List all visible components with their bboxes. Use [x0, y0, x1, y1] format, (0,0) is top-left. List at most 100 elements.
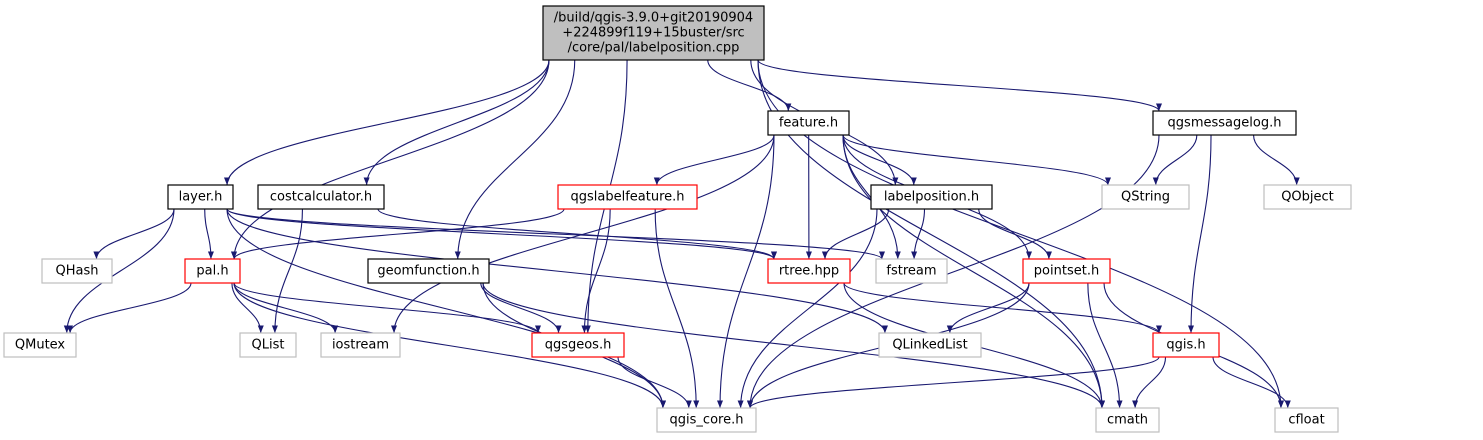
node-iostream[interactable]: iostream [320, 332, 401, 358]
edge-qgis-to-qgis_core [747, 356, 1160, 409]
node-qgis-core-box [656, 407, 757, 433]
node-qgslabelfeature-label: qgslabelfeature.h [570, 190, 684, 205]
edge-pal-to-qlist [231, 282, 264, 334]
edge-feature-to-cmath [842, 134, 1106, 409]
edge-layer-to-qlinkedlist [226, 208, 888, 334]
edge-layer-to-qhash [93, 208, 175, 260]
node-cfloat-label: cfloat [1288, 413, 1324, 428]
edge-costcalculator-to-rtree [377, 208, 777, 260]
edge-labelposition-to-fstream [911, 208, 926, 260]
node-labelposition-label: labelposition.h [884, 190, 979, 205]
edge-labelposition-to-rtree [821, 208, 890, 260]
edge-qgslabelfeature-to-pal [231, 208, 565, 260]
edge-qgsmessagelog-to-qgis [1187, 134, 1212, 334]
edge-root-to-pal [230, 59, 550, 260]
node-qgis[interactable]: qgis.h [1152, 332, 1220, 358]
node-qlinkedlist[interactable]: QLinkedList [878, 332, 982, 358]
edge-labelposition-to-pointset [978, 208, 1053, 260]
node-rtree-label: rtree.hpp [779, 264, 839, 279]
node-root-label-1: /build/qgis-3.9.0+git20190904 [554, 11, 753, 26]
edge-root-to-feature [707, 59, 792, 112]
edge-pal-to-qmutex [66, 282, 192, 334]
edge-qgsmessagelog-to-qobject [1253, 134, 1300, 186]
node-cfloat[interactable]: cfloat [1274, 407, 1339, 433]
nodes: /build/qgis-3.9.0+git20190904+224899f119… [3, 5, 1352, 433]
edge-pointset-to-qlinkedlist [946, 282, 1030, 334]
node-qhash[interactable]: QHash [41, 258, 113, 284]
node-geomfunction[interactable]: geomfunction.h [367, 258, 490, 284]
node-qgis-label: qgis.h [1166, 338, 1205, 353]
node-fstream-box [875, 258, 948, 284]
node-labelposition[interactable]: labelposition.h [870, 184, 993, 210]
edge-pal-to-qgsgeos [233, 282, 541, 334]
edge-root-to-geomfunction [454, 59, 576, 260]
edge-costcalculator-to-qlist [271, 208, 303, 334]
node-qgsmessagelog[interactable]: qgsmessagelog.h [1152, 110, 1297, 136]
edge-feature-to-qgis_core [716, 134, 775, 409]
node-root-label-3: /core/pal/labelposition.cpp [568, 41, 740, 56]
edge-qgsgeos-to-qgis_core [617, 356, 692, 409]
node-qlist[interactable]: QList [239, 332, 297, 358]
node-qobject-label: QObject [1281, 190, 1334, 205]
node-cfloat-box [1274, 407, 1339, 433]
node-qgslabelfeature[interactable]: qgslabelfeature.h [557, 184, 698, 210]
edge-feature-to-qstring [842, 134, 1111, 186]
node-qlinkedlist-box [878, 332, 982, 358]
edge-qgslabelfeature-to-qgsgeos [581, 208, 611, 334]
edge-pointset-to-cmath [1087, 282, 1123, 409]
node-qstring[interactable]: QString [1101, 184, 1190, 210]
node-costcalculator[interactable]: costcalculator.h [257, 184, 385, 210]
edge-root-to-layer [223, 59, 550, 186]
node-layer-label: layer.h [179, 190, 223, 205]
edge-feature-to-labelposition [842, 134, 917, 186]
node-qmutex[interactable]: QMutex [3, 332, 77, 358]
node-root: /build/qgis-3.9.0+git20190904+224899f119… [542, 5, 765, 61]
edge-pal-to-qgis_core [233, 282, 667, 409]
node-qgis-box [1152, 332, 1220, 358]
node-cmath[interactable]: cmath [1095, 407, 1160, 433]
node-qmutex-box [3, 332, 77, 358]
node-feature-label: feature.h [779, 116, 838, 131]
node-root-box [542, 5, 765, 61]
node-costcalculator-box [257, 184, 385, 210]
node-pal-label: pal.h [196, 264, 228, 279]
node-qobject[interactable]: QObject [1263, 184, 1352, 210]
node-pal[interactable]: pal.h [184, 258, 241, 284]
node-pointset[interactable]: pointset.h [1022, 258, 1111, 284]
node-feature[interactable]: feature.h [767, 110, 850, 136]
node-qgsgeos-label: qgsgeos.h [545, 338, 612, 353]
node-rtree[interactable]: rtree.hpp [767, 258, 851, 284]
node-geomfunction-box [367, 258, 490, 284]
edge-layer-to-qmutex [63, 208, 175, 334]
edge-labelposition-to-qgis_core [737, 208, 878, 409]
edge-layer-to-fstream [226, 208, 885, 260]
node-qgsmessagelog-label: qgsmessagelog.h [1168, 116, 1282, 131]
edge-qgslabelfeature-to-qgis_core [654, 208, 700, 409]
edge-layer-to-rtree [226, 208, 777, 260]
edge-rtree-to-qgis [843, 282, 1162, 334]
edge-root-to-costcalculator [363, 59, 550, 186]
node-layer[interactable]: layer.h [167, 184, 234, 210]
node-pal-box [184, 258, 241, 284]
node-rtree-box [767, 258, 851, 284]
node-qstring-label: QString [1121, 190, 1170, 205]
edge-qgis-to-cfloat [1212, 356, 1291, 409]
node-qgsgeos[interactable]: qgsgeos.h [531, 332, 625, 358]
node-qobject-box [1263, 184, 1352, 210]
node-fstream[interactable]: fstream [875, 258, 948, 284]
node-cmath-box [1095, 407, 1160, 433]
node-root-label-2: +224899f119+15buster/src [562, 26, 744, 41]
node-feature-box [767, 110, 850, 136]
node-pointset-box [1022, 258, 1111, 284]
node-iostream-box [320, 332, 401, 358]
edge-geomfunction-to-cmath [482, 282, 1105, 409]
node-qgslabelfeature-box [557, 184, 698, 210]
node-costcalculator-label: costcalculator.h [270, 190, 372, 205]
node-qmutex-label: QMutex [15, 338, 66, 353]
node-qgis-core[interactable]: qgis_core.h [656, 407, 757, 433]
node-layer-box [167, 184, 234, 210]
node-qgsgeos-box [531, 332, 625, 358]
node-qlist-box [239, 332, 297, 358]
edge-feature-to-iostream [390, 134, 775, 334]
